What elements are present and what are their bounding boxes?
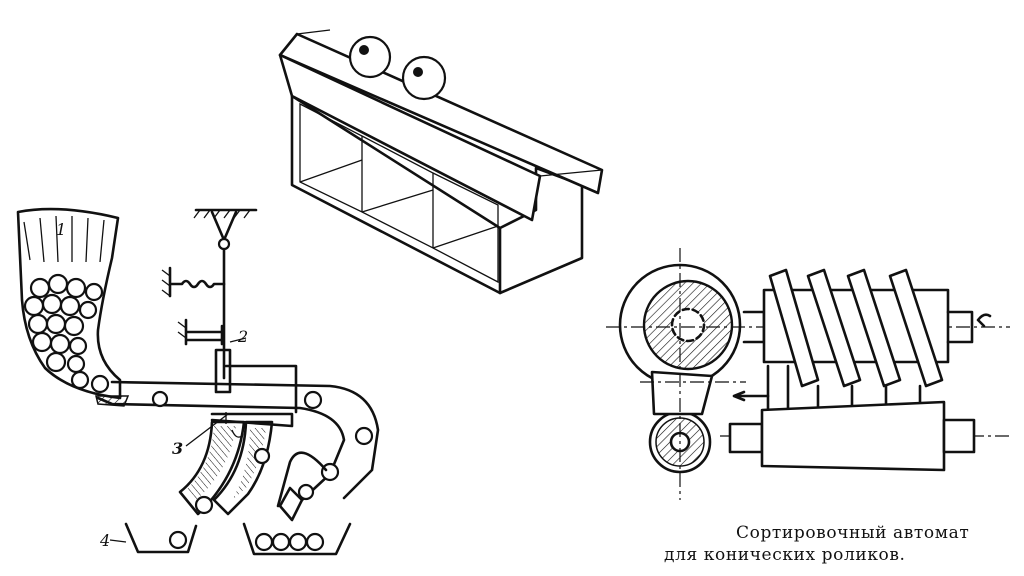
ceiling-hatch — [193, 209, 251, 219]
feeder-shoe — [650, 370, 714, 416]
tapered-roller — [760, 400, 946, 472]
guide-edge — [296, 29, 603, 177]
ball-on-guide — [401, 55, 447, 101]
ball-in-channel — [354, 426, 374, 446]
hopper-balls — [23, 273, 110, 394]
ball-in-bin — [168, 530, 188, 550]
box-body — [290, 94, 584, 295]
right-chute-inner — [276, 451, 328, 508]
gauge-plate — [210, 412, 294, 428]
ball-on-guide — [348, 35, 392, 79]
guide-side-plate — [278, 53, 542, 222]
ball-falling — [194, 495, 214, 515]
ball-in-channel — [320, 462, 340, 482]
left-chute-hatch — [186, 426, 236, 500]
ball-in-channel — [151, 390, 169, 408]
sorting-box-drawing — [278, 29, 604, 295]
leader-gap — [185, 413, 229, 447]
channel-top-rail — [110, 380, 380, 500]
screw-flights — [768, 268, 944, 388]
label-lever: 2 — [237, 327, 248, 346]
stop-anchor-hatch — [177, 321, 187, 339]
drive-wheel-hub — [670, 307, 706, 343]
box-compartment-floors — [299, 159, 499, 249]
label-bin: 4 — [99, 531, 110, 550]
divider-hatch — [232, 428, 266, 500]
roller-left-journal — [728, 422, 764, 454]
screw-right-journal — [946, 310, 974, 344]
label-gap: 3 — [172, 439, 183, 458]
lever-foot — [214, 348, 232, 394]
stop-block — [184, 318, 224, 346]
support-rods — [766, 364, 922, 414]
ball-highlight — [413, 67, 423, 77]
chute-mechanism-drawing: 1 2 3 4 — [16, 207, 380, 556]
hopper-outlet-plate — [95, 395, 130, 407]
ball-in-channel — [297, 483, 315, 501]
gauge-gap-mark — [225, 412, 243, 438]
lever-arm — [224, 364, 298, 414]
bin-right — [242, 522, 352, 556]
caption-line-2: для конических роликов. — [664, 545, 906, 565]
label-hopper: 1 — [56, 220, 66, 239]
leader-bin — [109, 539, 127, 543]
screw-sorter-drawing — [606, 248, 1010, 500]
ball-highlight — [359, 45, 369, 55]
roller-right-journal — [942, 418, 976, 454]
right-chute-tip — [278, 486, 304, 522]
ball-in-channel — [303, 390, 323, 410]
leader-lever — [229, 337, 247, 343]
ball-falling — [253, 447, 271, 465]
caption-line-1: Сортировочный автомат — [736, 523, 969, 543]
channel-bottom-rail — [96, 396, 346, 502]
bin-left — [124, 522, 198, 554]
hopper-texture — [23, 215, 105, 263]
rotation-arrow — [976, 313, 992, 328]
spring — [168, 266, 226, 298]
spring-anchor-hatch — [161, 269, 171, 297]
feed-direction-arrow — [732, 390, 770, 402]
pivot-pin — [217, 237, 231, 251]
